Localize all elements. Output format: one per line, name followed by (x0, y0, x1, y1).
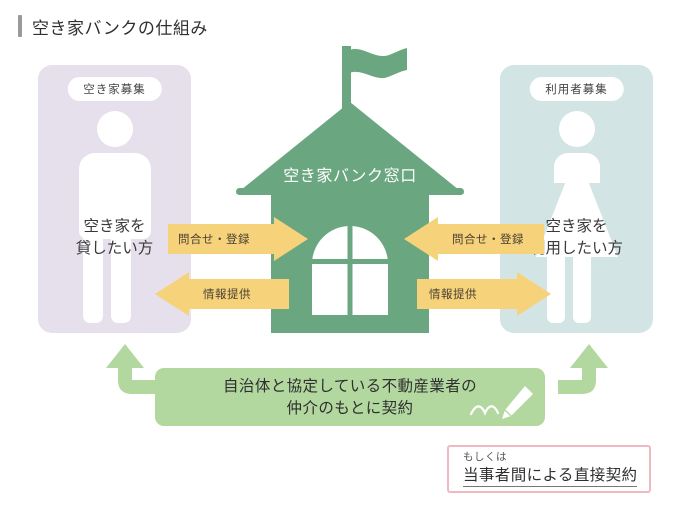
male-head-shape (96, 111, 133, 147)
arrow-left-bottom-head (155, 272, 189, 316)
female-dress-shape (535, 153, 618, 257)
window-mullion-vertical (347, 226, 353, 315)
direct-contract-box: もしくは 当事者間による直接契約 (447, 445, 651, 493)
arrow-left-bottom-label: 情報提供 (203, 287, 251, 301)
arrow-right-top-body (438, 224, 544, 254)
house-bank-office: 空き家バンク窓口 (236, 46, 464, 333)
page-title: 空き家バンクの仕組み (18, 13, 208, 39)
arched-window-icon (312, 226, 388, 315)
house-label: 空き家バンク窓口 (283, 166, 417, 185)
pencil-signature-icon (469, 386, 533, 419)
page-title-text: 空き家バンクの仕組み (32, 18, 208, 39)
contract-banner-line2: 仲介のもとに契約 (286, 399, 414, 417)
female-head-shape (558, 111, 595, 147)
arrow-right-top-head (404, 217, 438, 261)
male-leg-left-shape (82, 237, 103, 323)
panel-lender: 空き家募集 空き家を 貸したい方 (38, 65, 191, 333)
arrow-right-bottom-label: 情報提供 (429, 287, 477, 301)
arrow-right-top: 問合せ・登録 (404, 217, 544, 261)
male-body-shape (78, 153, 151, 239)
arrow-left-bottom: 情報提供 (155, 272, 295, 316)
male-leg-right-shape (110, 237, 131, 323)
arrow-right-bottom-head (517, 272, 551, 316)
elbow-arrow-right-icon (558, 344, 608, 394)
arrow-left-top: 問合せ・登録 (168, 217, 308, 261)
panel-lender-badge: 空き家募集 (67, 77, 162, 101)
arrow-right-bottom: 情報提供 (417, 272, 557, 316)
flag-pole-shape (342, 46, 351, 120)
direct-contract-label: 当事者間による直接契約 (463, 465, 638, 487)
arrow-right-top-label: 問合せ・登録 (452, 232, 524, 246)
title-accent-bar (18, 15, 22, 37)
arrow-left-top-label: 問合せ・登録 (178, 232, 250, 246)
flag-icon (349, 48, 407, 79)
panel-user-badge: 利用者募集 (529, 77, 624, 101)
contract-banner: 自治体と協定している不動産業者の 仲介のもとに契約 (155, 368, 545, 426)
window-mullion-horizontal (312, 259, 388, 264)
direct-contract-prefix: もしくは (463, 451, 507, 463)
arrow-right-bottom-body (417, 279, 517, 309)
female-person-icon (517, 111, 637, 326)
house-roof-shape (236, 102, 464, 194)
house-eave-shape (236, 188, 464, 195)
male-person-icon (55, 111, 175, 326)
elbow-arrow-left-icon (106, 344, 156, 394)
arrow-left-top-head (274, 217, 308, 261)
arrow-left-top-body (168, 224, 274, 254)
female-leg-right-shape (572, 253, 591, 323)
female-leg-left-shape (546, 253, 565, 323)
contract-banner-line1: 自治体と協定している不動産業者の (223, 377, 477, 395)
arrow-left-bottom-body (189, 279, 289, 309)
